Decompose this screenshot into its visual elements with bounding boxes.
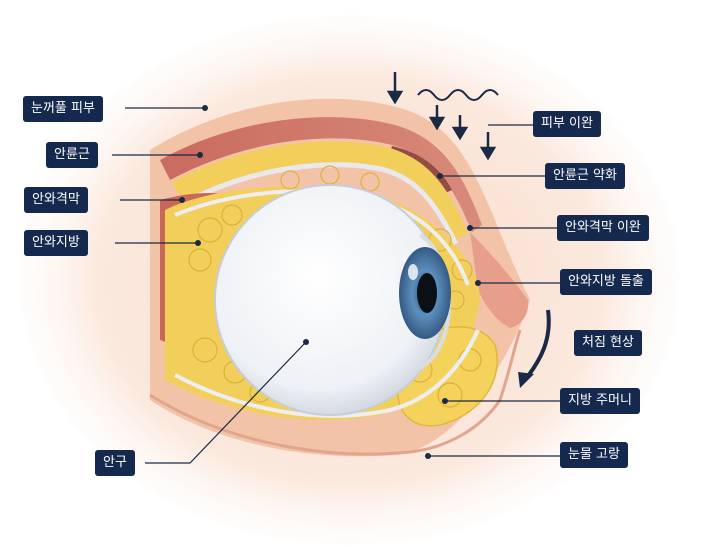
upper-septum-line	[178, 162, 459, 246]
pressure-arrows	[386, 72, 497, 161]
wavy-laxity-line	[417, 89, 499, 101]
upper-orbicularis-muscle	[160, 117, 482, 232]
pupil	[417, 273, 437, 313]
label-orbital-fat: 안와지방	[24, 230, 88, 256]
label-sagging: 처짐 현상	[574, 330, 642, 356]
label-fat-protrusion: 안와지방 돌출	[560, 269, 652, 295]
label-septum-laxity: 안와격막 이완	[557, 215, 649, 241]
sagging-arrowhead	[518, 372, 534, 388]
leader-dots	[179, 105, 481, 459]
iris-highlight	[408, 264, 418, 280]
upper-fat-band	[172, 141, 468, 240]
eyelid-margin	[470, 232, 529, 328]
septum-line-lower	[174, 329, 480, 418]
lower-skin-contour	[149, 329, 522, 456]
label-skin-laxity: 피부 이완	[533, 111, 601, 137]
label-fat-pouch: 지방 주머니	[560, 388, 640, 414]
label-orbicularis-weakening: 안륜근 약화	[545, 163, 625, 189]
label-tear-trough: 눈물 고랑	[560, 442, 628, 468]
label-eyeball: 안구	[95, 450, 135, 476]
label-orbicularis: 안륜근	[46, 142, 98, 168]
label-eyelid-skin: 눈꺼풀 피부	[23, 96, 103, 122]
leader-lines	[112, 107, 560, 464]
label-septum: 안와격막	[24, 187, 88, 213]
sagging-arrow	[526, 309, 551, 378]
